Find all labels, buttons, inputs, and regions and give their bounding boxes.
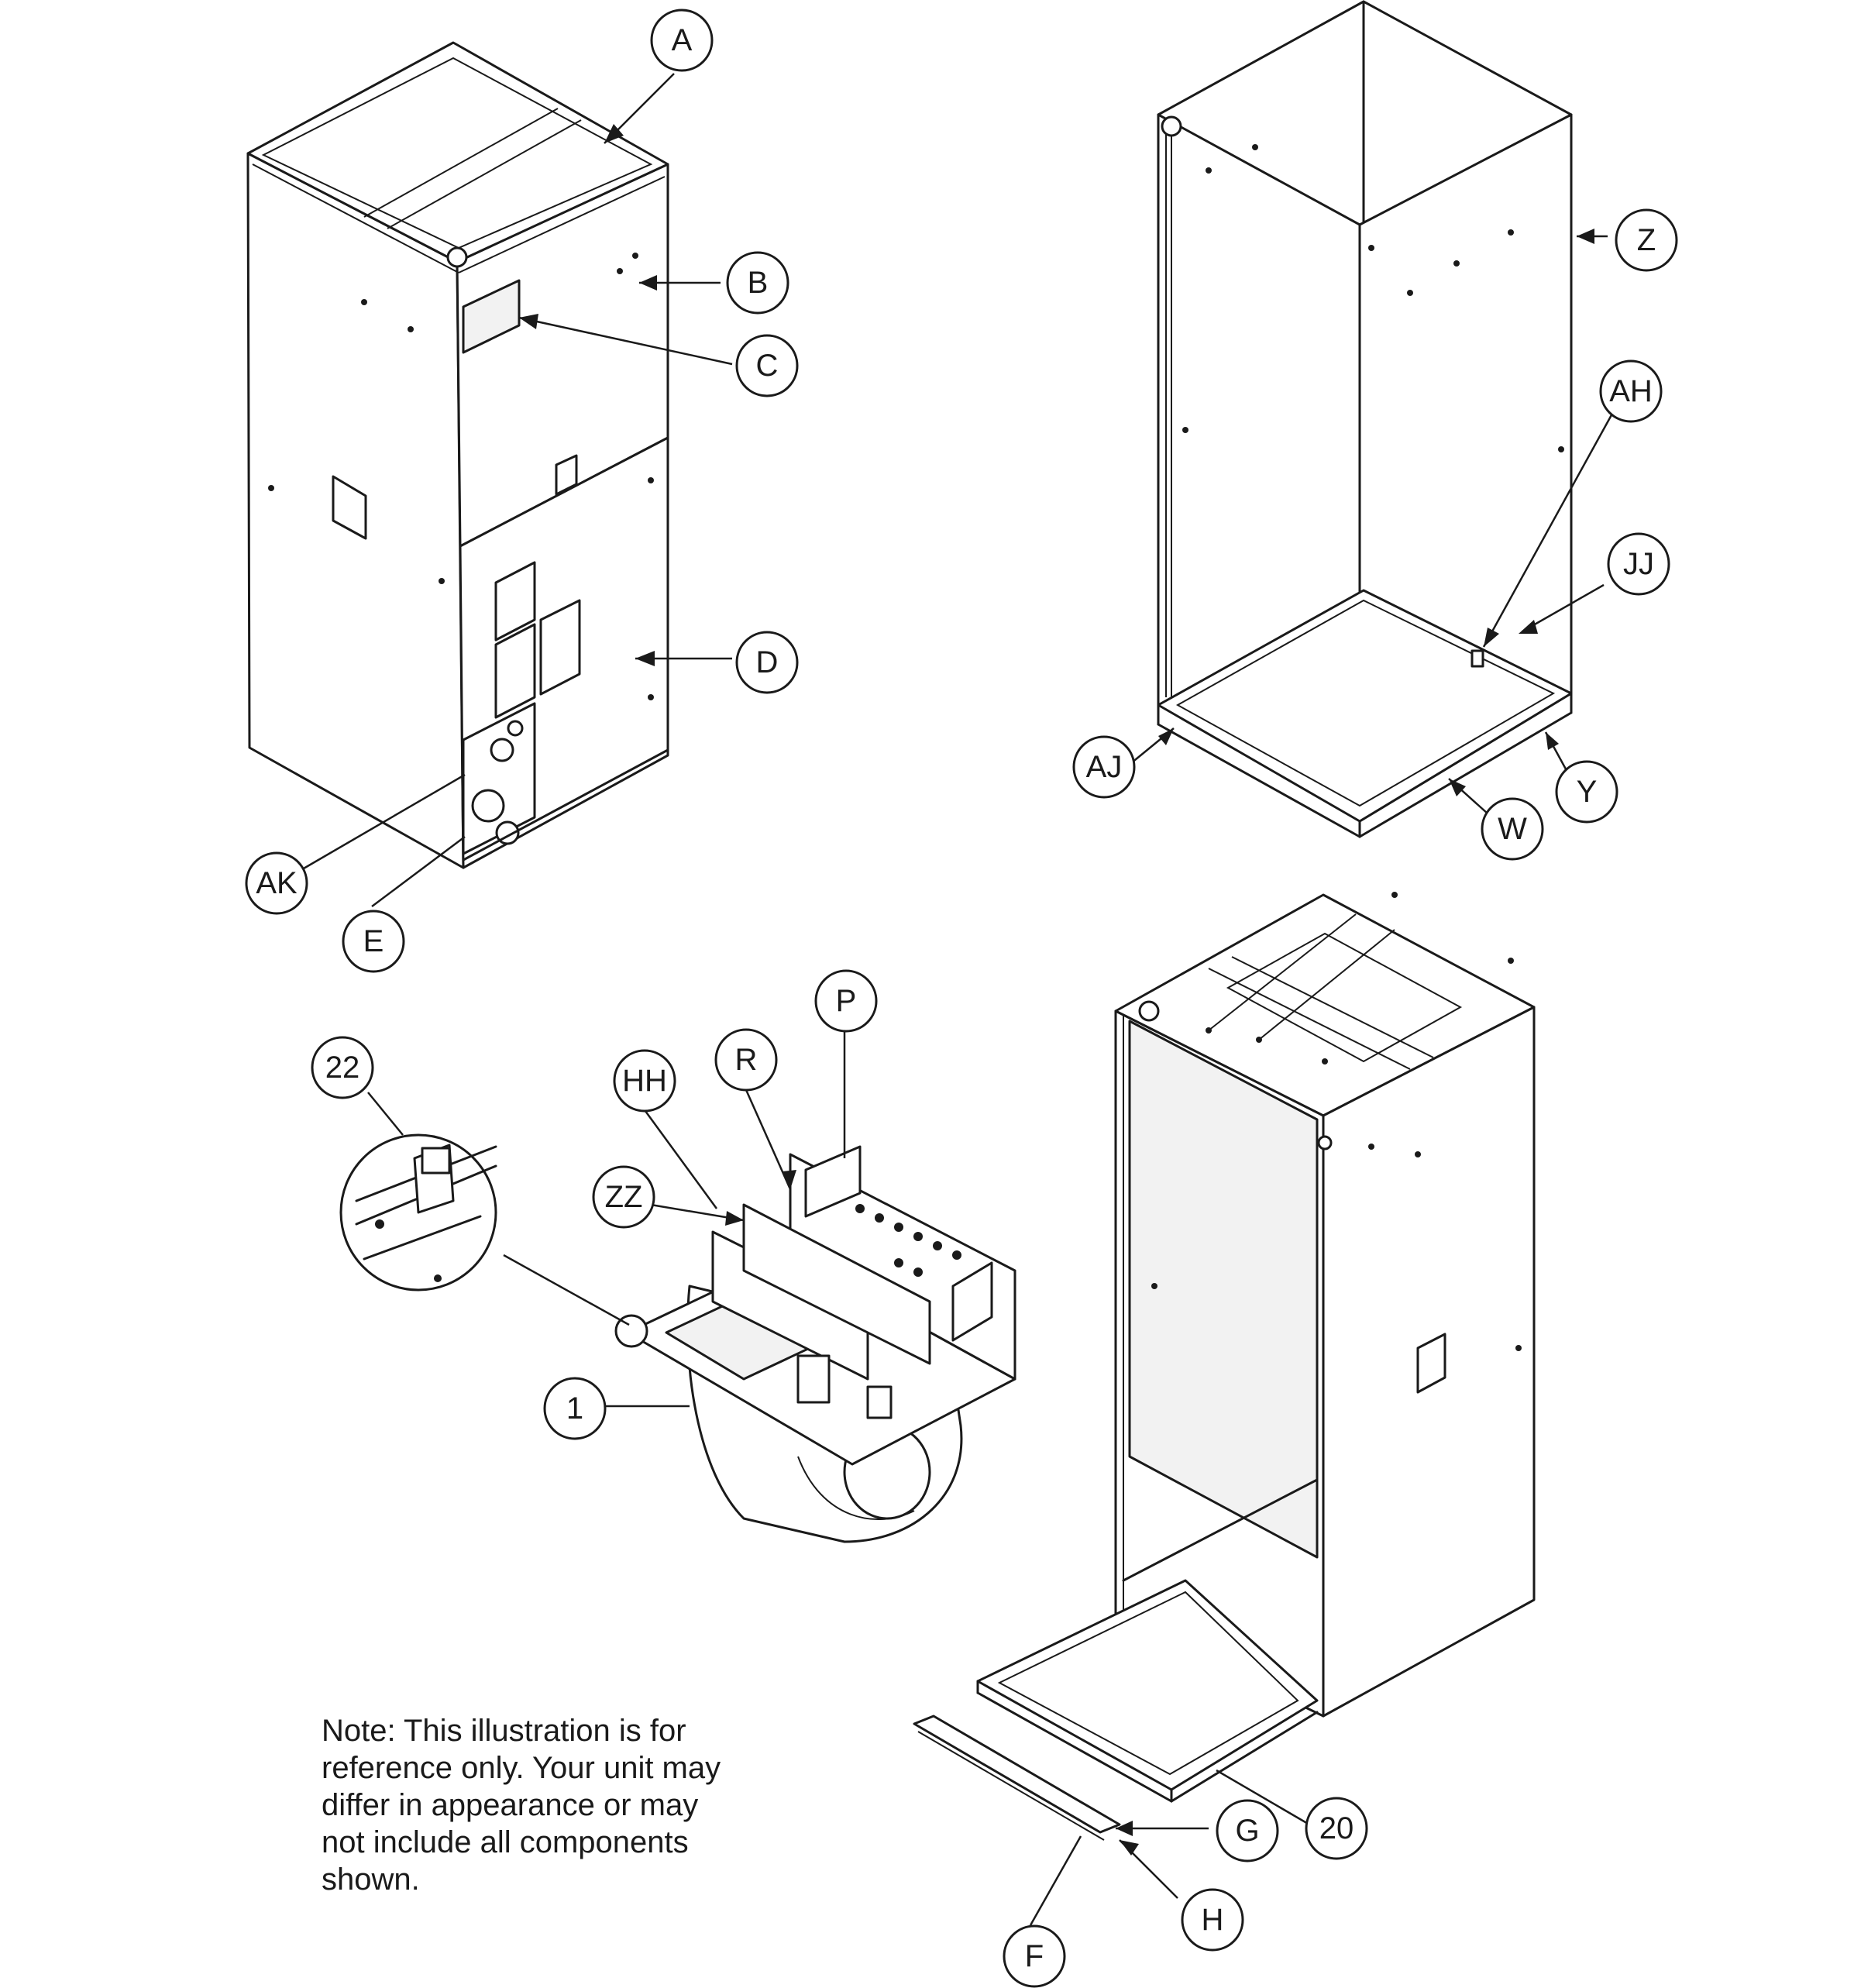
- callout-label: A: [672, 23, 693, 57]
- callout-A: A: [650, 9, 714, 72]
- note-line: reference only. Your unit may: [322, 1751, 721, 1785]
- callout-AH: AH: [1599, 359, 1663, 423]
- reference-note: Note: This illustration is for reference…: [322, 1712, 802, 1898]
- callout-JJ: JJ: [1607, 532, 1670, 596]
- callout-label: AH: [1609, 374, 1653, 408]
- callout-label: R: [735, 1043, 758, 1077]
- callout-label: HH: [622, 1064, 667, 1098]
- callout-AJ: AJ: [1072, 735, 1136, 799]
- unit-top-frame: [246, 41, 669, 263]
- callout-label: AK: [256, 866, 298, 900]
- callout-label: F: [1025, 1939, 1044, 1973]
- detail-magnifier: [339, 1133, 630, 1326]
- assembled-unit: [246, 41, 669, 869]
- callout-F: F: [1003, 1924, 1066, 1988]
- callout-HH: HH: [613, 1049, 676, 1113]
- callout-label: B: [748, 266, 769, 300]
- note-line: shown.: [322, 1862, 420, 1897]
- callout-label: W: [1498, 812, 1527, 846]
- callout-label: C: [756, 349, 779, 383]
- callout-D: D: [735, 631, 799, 694]
- cabinet-left-side: [1157, 0, 1365, 707]
- callout-label: E: [363, 924, 384, 958]
- callout-22: 22: [311, 1036, 374, 1099]
- note-line: Note: This illustration is for: [322, 1714, 686, 1748]
- callout-R: R: [714, 1028, 778, 1092]
- callout-C: C: [735, 334, 799, 397]
- callout-label: JJ: [1623, 547, 1654, 581]
- callout-label: ZZ: [605, 1180, 643, 1214]
- callout-20: 20: [1305, 1797, 1368, 1860]
- callout-label: 1: [566, 1391, 583, 1426]
- leader-lines: [298, 73, 1615, 1926]
- callout-label: D: [756, 645, 779, 679]
- note-line: not include all components: [322, 1825, 689, 1859]
- note-line: differ in appearance or may: [322, 1788, 699, 1822]
- callout-Y: Y: [1555, 760, 1618, 824]
- callout-label: Y: [1577, 775, 1598, 809]
- callout-label: G: [1235, 1814, 1259, 1848]
- blower-assembly: [614, 1145, 1016, 1543]
- open-cabinet: [913, 892, 1536, 1841]
- callout-B: B: [726, 251, 789, 315]
- filter-rail: [913, 1715, 1121, 1834]
- callout-label: 22: [325, 1051, 360, 1085]
- callout-label: AJ: [1086, 750, 1123, 784]
- callout-E: E: [342, 910, 405, 973]
- callout-label: P: [836, 984, 857, 1018]
- callout-W: W: [1481, 797, 1544, 861]
- callout-Z: Z: [1615, 208, 1678, 272]
- callout-AK: AK: [245, 851, 308, 915]
- callout-label: H: [1202, 1903, 1224, 1937]
- callout-1: 1: [543, 1377, 607, 1440]
- callout-G: G: [1216, 1799, 1279, 1862]
- callout-label: 20: [1319, 1811, 1354, 1845]
- rating-plate: [462, 279, 521, 354]
- callout-P: P: [814, 969, 878, 1033]
- cabinet-shell: [1157, 0, 1573, 838]
- callout-ZZ: ZZ: [592, 1165, 655, 1229]
- partition-panel: [742, 1203, 931, 1365]
- callout-label: Z: [1637, 223, 1656, 257]
- callout-H: H: [1181, 1888, 1244, 1952]
